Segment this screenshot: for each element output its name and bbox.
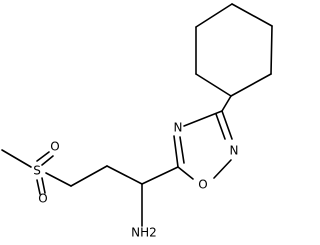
sulfonyl-oxygen-upper-label: O (50, 140, 59, 154)
bond-ch2-ch2 (70, 165, 108, 187)
bond-cyclohexane-6 (195, 3, 233, 28)
bond-sulfur-methyl (1, 149, 32, 168)
bond-n4-c3 (183, 110, 223, 127)
bond-o1-c5 (177, 166, 194, 180)
bond-sulfur-oxygen-upper-a (36, 151, 50, 162)
bond-cyclohexane-1 (231, 3, 273, 27)
bond-sulfur-oxygen-lower-b (41, 177, 46, 194)
bond-cyclohexane-2 (270, 25, 273, 75)
bond-cyclohexane-4 (195, 73, 232, 97)
oxadiazole-nitrogen-lower-label: N (230, 144, 239, 158)
bond-c3-n2 (221, 110, 233, 140)
amine-label: NH2 (131, 226, 157, 240)
bond-n2-o1 (213, 159, 232, 179)
bond-ch2-sulfur (45, 172, 72, 187)
bond-cyclohexane-3 (230, 73, 272, 97)
bond-c5-n4 (173, 135, 179, 168)
bond-sulfur-oxygen-lower-a (36, 179, 41, 195)
bond-c5-chiral-carbon (141, 166, 179, 185)
molecule-structure-canvas: N N O S O O NH2 (1, 3, 273, 240)
bond-cyclohexyl-oxadiazole (221, 95, 232, 112)
bond-sulfur-oxygen-upper-b (41, 155, 54, 166)
sulfur-label: S (33, 164, 41, 178)
oxadiazole-nitrogen-upper-label: N (174, 121, 183, 135)
atom-labels-group: N N O S O O NH2 (33, 121, 238, 240)
bond-chiral-carbon-ch2 (106, 165, 143, 185)
oxadiazole-oxygen-label: O (198, 178, 207, 192)
bond-c5-n4-double (179, 136, 185, 164)
sulfonyl-oxygen-lower-label: O (38, 192, 47, 206)
bond-c3-n2-double (215, 113, 226, 140)
bonds-group (1, 3, 273, 227)
